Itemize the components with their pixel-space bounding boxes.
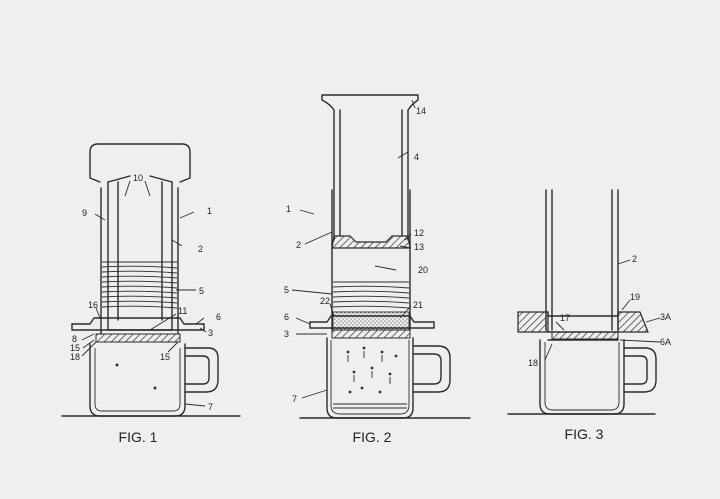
label-18: 18 — [70, 352, 80, 362]
label-18-fig3: 18 — [528, 358, 538, 368]
label-1-fig2: 1 — [286, 204, 291, 214]
caption-fig-1: FIG. 1 — [119, 429, 158, 445]
label-7: 7 — [208, 402, 213, 412]
caption-fig-3: FIG. 3 — [565, 426, 604, 442]
label-13: 13 — [414, 242, 424, 252]
label-3: 3 — [208, 328, 213, 338]
label-3-fig2: 3 — [284, 329, 289, 339]
label-21: 21 — [413, 300, 423, 310]
label-11: 11 — [178, 306, 187, 316]
label-20: 20 — [418, 265, 428, 275]
label-5: 5 — [199, 286, 204, 296]
figure-2-drawing — [291, 94, 471, 419]
label-14: 14 — [416, 106, 426, 116]
label-6A: 6A — [660, 337, 671, 347]
label-2-fig3: 2 — [632, 254, 637, 264]
label-22: 22 — [320, 296, 330, 306]
label-6: 6 — [216, 312, 221, 322]
label-3A: 3A — [660, 312, 671, 322]
label-5-fig2: 5 — [284, 285, 289, 295]
figure-1-labels: 10 1 9 2 5 16 6 11 8 15 18 3 15 7 FIG. 1 — [70, 173, 221, 445]
label-1: 1 — [207, 206, 212, 216]
label-4: 4 — [414, 152, 419, 162]
figure-1-drawing — [61, 143, 241, 417]
label-10: 10 — [133, 173, 143, 183]
label-16: 16 — [88, 300, 98, 310]
label-17: 17 — [560, 313, 570, 323]
label-8: 8 — [72, 334, 77, 344]
figure-3-labels: 2 17 19 3A 6A 18 FIG. 3 — [528, 254, 671, 442]
label-15-right: 15 — [160, 352, 170, 362]
figure-2-labels: 14 4 1 12 2 13 20 5 22 21 6 3 7 FIG. 2 — [284, 106, 428, 445]
label-12: 12 — [414, 228, 424, 238]
label-15-left: 15 — [70, 343, 80, 353]
label-6-fig2: 6 — [284, 312, 289, 322]
label-9: 9 — [82, 208, 87, 218]
label-2-fig2: 2 — [296, 240, 301, 250]
caption-fig-2: FIG. 2 — [353, 429, 392, 445]
label-7-fig2: 7 — [292, 394, 297, 404]
figure-3-drawing — [507, 189, 661, 415]
label-2: 2 — [198, 244, 203, 254]
label-19: 19 — [630, 292, 640, 302]
